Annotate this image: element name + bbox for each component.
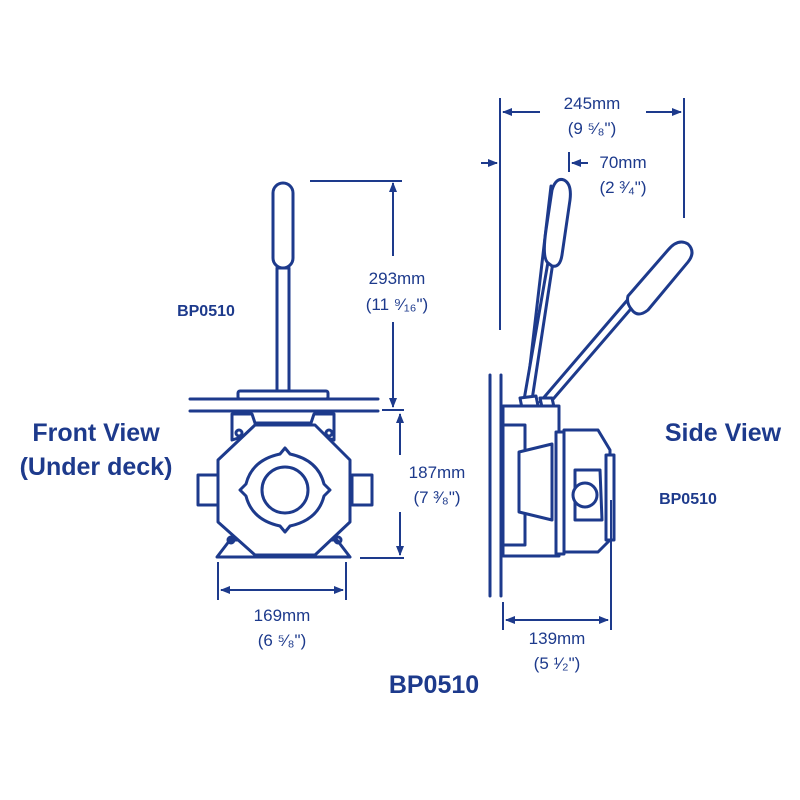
dim-169-in: (6 ⁵⁄₈") <box>258 631 306 650</box>
side-view-drawing <box>488 178 694 598</box>
bolt-hole <box>333 535 343 545</box>
side-port-opening <box>571 481 599 509</box>
side-model-label: BP0510 <box>659 491 717 508</box>
dim-139-mm: 139mm <box>529 629 586 648</box>
side-body-recess <box>517 442 554 522</box>
front-handle-grip <box>271 181 295 270</box>
dim-139-in: (5 ¹⁄₂") <box>534 654 581 673</box>
right-port <box>350 473 374 507</box>
dim-187-mm: 187mm <box>409 463 466 482</box>
dim-293-in: (11 ⁹⁄₁₆") <box>366 295 428 314</box>
dim-70-in: (2 ³⁄₄") <box>600 178 647 197</box>
mount-neck <box>248 409 318 425</box>
dim-169-mm: 169mm <box>254 606 311 625</box>
pump-cover-star <box>238 446 332 534</box>
front-handle-shaft <box>275 266 291 396</box>
side-handle-swept-shaft <box>538 295 638 407</box>
bolt-hole <box>226 535 236 545</box>
dim-245-in: (9 ⁵⁄₈") <box>568 119 616 138</box>
dim-187-in: (7 ³⁄₈") <box>413 488 460 507</box>
bolt-hole <box>234 428 244 438</box>
front-view-title: Front View <box>32 419 160 447</box>
bolt-hole <box>324 428 334 438</box>
model-title: BP0510 <box>389 671 479 699</box>
dim-245-mm: 245mm <box>564 94 621 113</box>
left-port <box>196 473 220 507</box>
side-dimensions <box>481 98 685 630</box>
front-model-label: BP0510 <box>177 303 235 320</box>
center-hub <box>260 465 310 515</box>
front-view-drawing <box>188 181 380 559</box>
front-dimensions <box>217 180 404 600</box>
front-view-subtitle: (Under deck) <box>20 453 173 481</box>
side-handle-upright-grip <box>542 178 572 268</box>
side-view-title: Side View <box>665 419 782 447</box>
dim-70-mm: 70mm <box>599 153 646 172</box>
dim-293-mm: 293mm <box>369 269 426 288</box>
side-handle-swept-grip <box>626 240 694 316</box>
